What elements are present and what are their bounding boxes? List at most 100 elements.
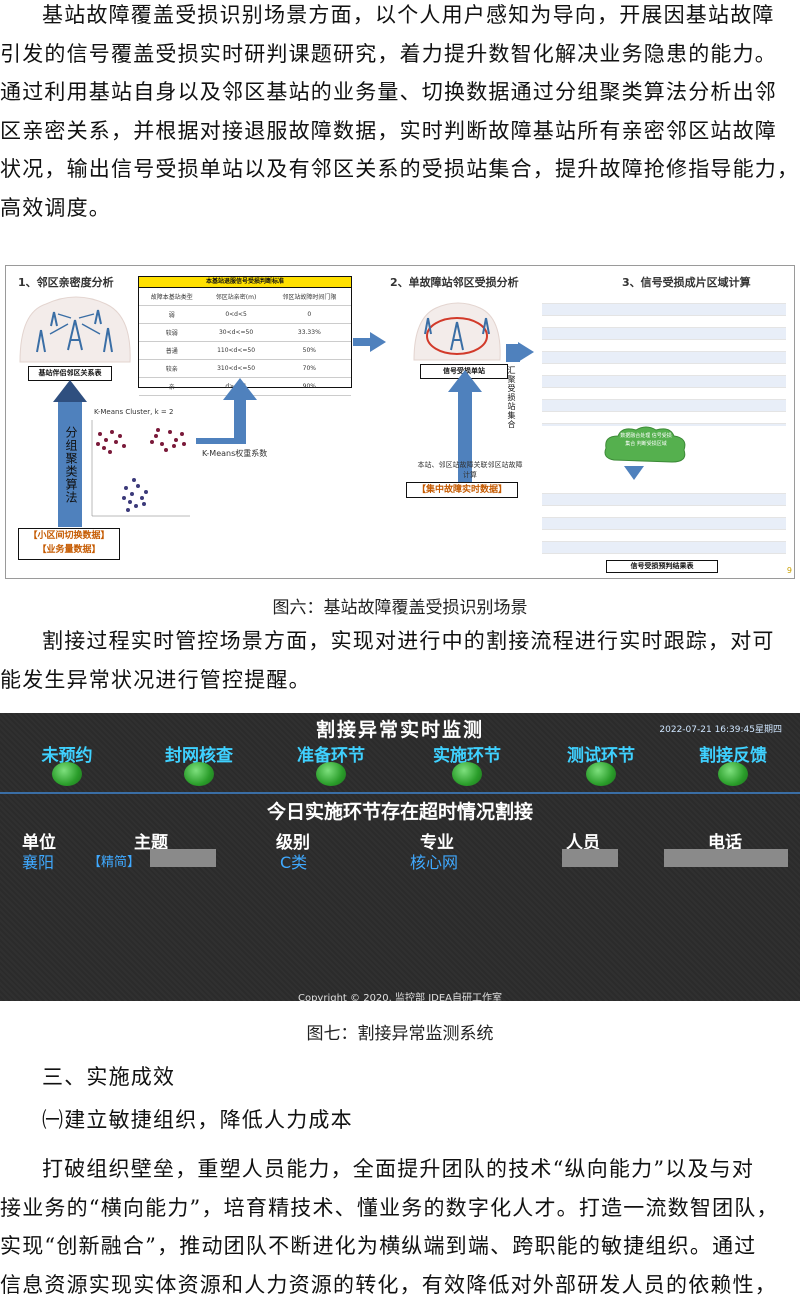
stage-implementation[interactable]: 实施环节 [433, 746, 501, 766]
stage-testing[interactable]: 测试环节 [567, 746, 635, 766]
cutover-monitor-screenshot: 割接异常实时监测 2022-07-21 16:39:45星期四 未预约 封网核查… [0, 713, 800, 1001]
prediction-result-table [542, 482, 786, 558]
text-line: 区亲密关系，并根据对接退服故障数据，实时判断故障基站所有亲密邻区站故障 [0, 118, 777, 143]
flow-arrow-shaft [353, 338, 373, 346]
status-indicator-icon[interactable] [718, 762, 748, 786]
damage-criteria-table: 本基站退服信号受损判断标准 故障本基站类型邻区站亲密(m)邻区站故障时间门限 弱… [138, 276, 352, 396]
arrow-down-icon [624, 466, 644, 480]
column-header-unit: 单位 [22, 833, 56, 853]
data-fusion-cloud [604, 426, 686, 463]
table-cell: 故障本基站类型 [139, 288, 205, 306]
text-line: 引发的信号覆盖受损实时研判课题研究，着力提升数智化解决业务隐患的能力。 [0, 41, 777, 66]
text-line: 接业务的“横向能力”，培育精技术、懂业务的数字化人才。打造一流数智团队， [0, 1195, 779, 1220]
fault-calc-note: 本站、邻区站故障关联邻区站故障计算 [417, 461, 523, 479]
divider [0, 792, 800, 794]
prediction-result-box: 信号受损预判结果表 [606, 560, 718, 573]
redacted-field [562, 849, 618, 867]
fault-station-illustration [413, 302, 501, 361]
column-header-person: 人员 [566, 833, 600, 853]
flow-arrow-shaft [196, 438, 240, 444]
area-calc-table [542, 292, 786, 426]
cloud-label: 数据融合处理 信号受损集合 判断受损区域 [620, 433, 672, 447]
data-source-handover: 【小区间切换数据】 [28, 531, 110, 541]
status-indicator-icon[interactable] [184, 762, 214, 786]
arrow-up-icon [53, 380, 87, 402]
kmeans-title: K-Means Cluster, k = 2 [94, 408, 174, 416]
text-line: 状况，输出信号受损单站以及有邻区关系的受损站集合，提升故障抢修指导能力， [0, 157, 800, 181]
table-cell: 30<d<=50 [204, 323, 268, 342]
status-indicator-icon[interactable] [586, 762, 616, 786]
redacted-field [150, 849, 216, 867]
flow-arrow-shaft [234, 398, 246, 444]
figure-caption: 图六：基站故障覆盖受损识别场景 [272, 598, 528, 618]
column-header-phone: 电话 [708, 833, 742, 853]
aggregate-label: 汇聚受损站集合 [507, 366, 516, 429]
table-cell: 110<d<=50 [204, 341, 268, 360]
flow-arrow-head [370, 332, 386, 352]
text-line: 割接过程实时管控场景方面，实现对进行中的割接流程进行实时跟踪，对可 [42, 629, 775, 653]
monitor-title: 割接异常实时监测 [315, 719, 484, 741]
text-line: 能发生异常状况进行管控提醒。 [0, 667, 311, 692]
text-line: 高效调度。 [0, 195, 111, 220]
flow-arrow-head [518, 342, 534, 362]
text-line: 打破组织壁垒，重塑人员能力，全面提升团队的技术“纵向能力”以及与对 [42, 1157, 755, 1181]
arrow-up-icon [223, 378, 257, 400]
table-cell: 较弱 [139, 323, 205, 342]
table-cell: 0<d<5 [204, 305, 268, 324]
column-header-topic: 主题 [134, 833, 168, 853]
antenna-illustration [19, 296, 131, 363]
paragraph-intro: 基站故障覆盖受损识别场景方面，以个人用户感知为导向，开展因基站故障 引发的信号覆… [0, 0, 800, 227]
table-row: 故障本基站类型邻区站亲密(m)邻区站故障时间门限 [139, 288, 351, 306]
copyright-text: Copyright © 2020. 监控部 IDEA自研工作室 [297, 993, 502, 1001]
column-header-major: 专业 [420, 833, 454, 853]
figure-caption: 图七：割接异常监测系统 [306, 1024, 494, 1044]
status-indicator-icon[interactable] [316, 762, 346, 786]
flow-arrow-shaft [506, 344, 520, 362]
kmeans-scatter-plot [91, 420, 190, 517]
section-title-neighbor-analysis: 1、邻区亲密度分析 [18, 276, 114, 289]
text-line: 基站故障覆盖受损识别场景方面，以个人用户感知为导向，开展因基站故障 [42, 3, 775, 27]
table-cell: 90% [267, 377, 351, 396]
central-fault-data-box: 【集中故障实时数据】 [406, 482, 518, 498]
section-title-area-calc: 3、信号受损成片区域计算 [622, 276, 751, 289]
table-cell: 亲 [139, 377, 205, 396]
paragraph-cutover: 割接过程实时管控场景方面，实现对进行中的割接流程进行实时跟踪，对可 能发生异常状… [0, 622, 800, 699]
status-indicator-icon[interactable] [52, 762, 82, 786]
stage-network-check[interactable]: 封网核查 [165, 746, 233, 766]
table-cell: 邻区站故障时间门限 [267, 288, 351, 306]
row-level-value: C类 [280, 853, 308, 872]
table-cell: 弱 [139, 305, 205, 324]
table-header: 本基站退服信号受损判断标准 [139, 277, 351, 288]
text-line: 信息资源实现实体资源和人力资源的转化，有效降低对外部研发人员的依赖性， [0, 1272, 777, 1297]
figure-base-station-diagram: 1、邻区亲密度分析 基站伴侣邻区关系表 本基站退服信号受损判断标准 故障本基站类… [5, 265, 795, 579]
data-source-box: 【小区间切换数据】 【业务量数据】 [18, 528, 120, 560]
table-cell: 较亲 [139, 359, 205, 378]
table-cell: 70% [267, 359, 351, 378]
table-cell: 33.33% [267, 323, 351, 342]
central-fault-data-label: 【集中故障实时数据】 [416, 485, 507, 495]
column-header-level: 级别 [276, 833, 310, 853]
stage-not-reserved[interactable]: 未预约 [41, 746, 93, 766]
monitor-timestamp: 2022-07-21 16:39:45星期四 [659, 725, 782, 735]
status-indicator-icon[interactable] [452, 762, 482, 786]
data-source-traffic: 【业务量数据】 [37, 545, 101, 555]
stage-preparation[interactable]: 准备环节 [297, 746, 365, 766]
section-title-single-fault: 2、单故障站邻区受损分析 [390, 276, 519, 289]
stage-feedback[interactable]: 割接反馈 [699, 746, 767, 766]
overtime-subtitle: 今日实施环节存在超时情况割接 [266, 801, 533, 823]
row-major-value: 核心网 [410, 853, 459, 872]
flow-arrow-shaft [458, 390, 472, 486]
kmeans-weight-label: K-Means权重系数 [202, 449, 268, 458]
row-topic-value: 【精简】 [88, 855, 141, 870]
arrow-up-icon [448, 370, 482, 392]
text-line: 实现“创新融合”，推动团队不断进化为横纵端到端、跨职能的敏捷组织。通过 [0, 1234, 757, 1258]
page-mark: 9 [786, 566, 792, 575]
table-cell: 50% [267, 341, 351, 360]
data-flow-arrow [58, 401, 82, 527]
table-cell: 普通 [139, 341, 205, 360]
redacted-field [664, 849, 788, 867]
paragraph-results: 打破组织壁垒，重塑人员能力，全面提升团队的技术“纵向能力”以及与对 接业务的“横… [0, 1150, 800, 1304]
